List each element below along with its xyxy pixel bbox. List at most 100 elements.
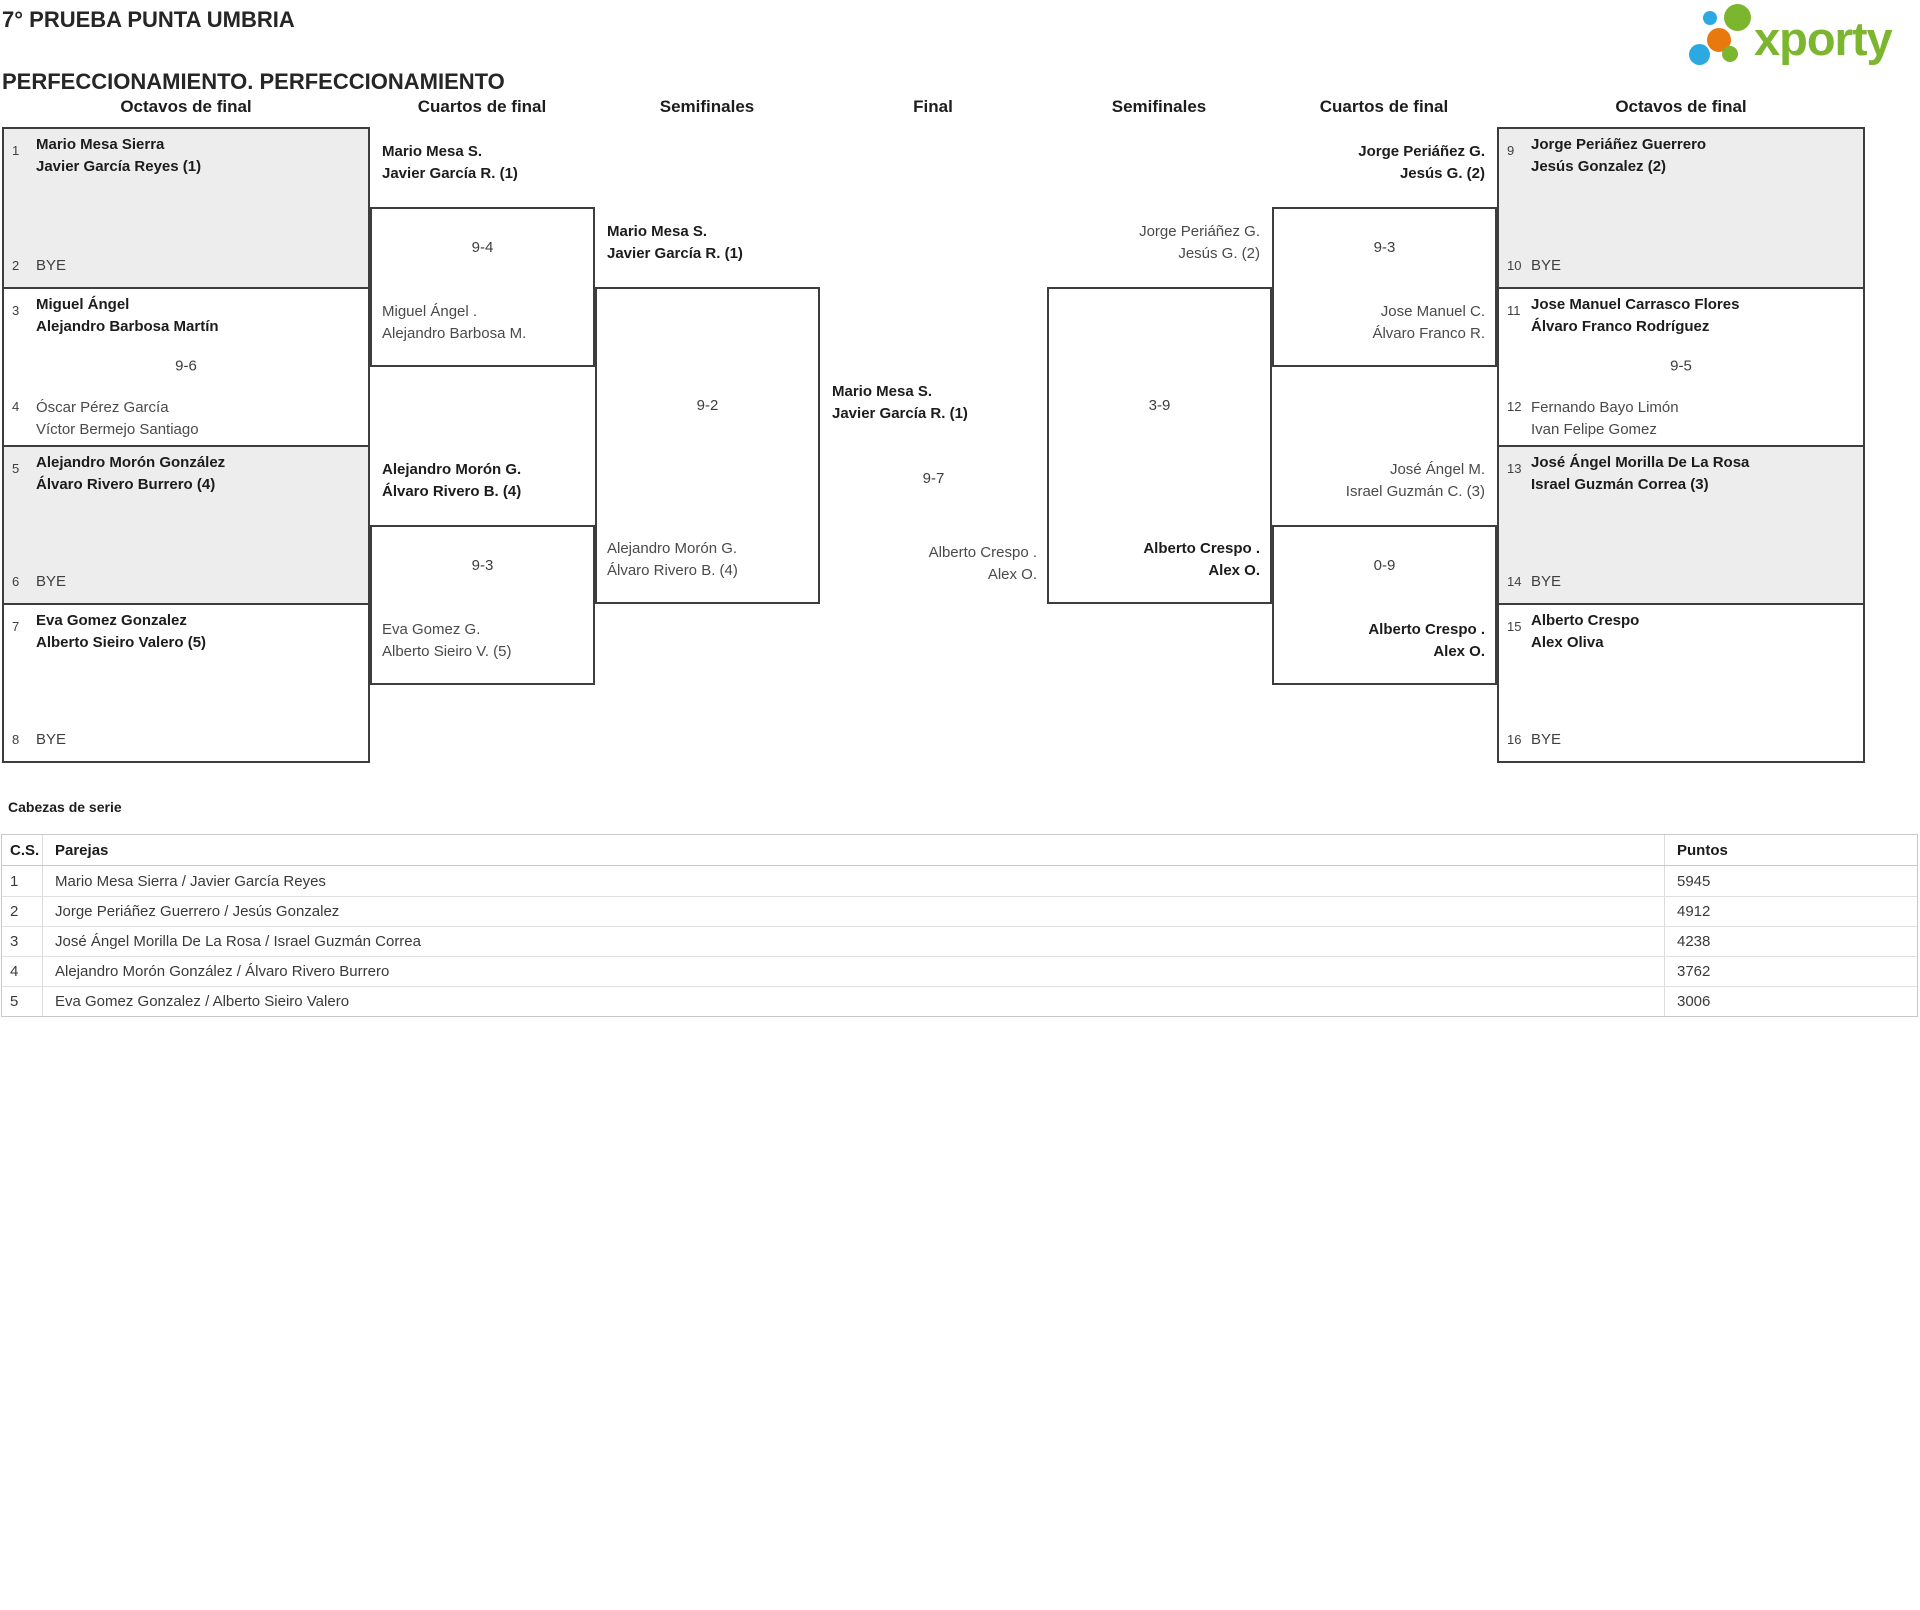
final-score: 9-7 [922, 470, 945, 487]
team-player-1: Mario Mesa S. [832, 383, 933, 400]
team-names: Eva Gomez Gonzalez Alberto Sieiro Valero… [36, 610, 206, 653]
team-player-1: José Ángel Morilla De La Rosa [1531, 454, 1750, 471]
slot-number: 1 [12, 143, 20, 158]
logo-wordmark: xporty [1754, 12, 1893, 65]
team-names: Mario Mesa Sierra Javier García Reyes (1… [36, 134, 201, 177]
team-player-1: Jose Manuel C. [1380, 303, 1485, 320]
team-player-1: Jorge Periáñez G. [1139, 223, 1260, 240]
team-names: Alejandro Morón González Álvaro Rivero B… [36, 452, 225, 495]
bye-label: BYE [36, 573, 67, 590]
team-player-1: Alberto Crespo [1531, 612, 1640, 629]
team-player-1: Eva Gomez Gonzalez [36, 612, 187, 629]
slot-number: 15 [1507, 619, 1522, 634]
team-player-2: Ivan Felipe Gomez [1531, 420, 1657, 438]
slot-number: 12 [1507, 399, 1522, 414]
slot-number: 16 [1507, 732, 1522, 747]
sf-right-box: 3-9 [1047, 287, 1272, 604]
team-player-2: Javier García R. (1) [832, 404, 968, 422]
team-player-2: Israel Guzmán C. (3) [1345, 482, 1485, 500]
r16-left-match-4: 7 Eva Gomez Gonzalez Alberto Sieiro Vale… [4, 603, 368, 761]
team-player-2: Alex O. [1208, 561, 1260, 579]
seed-pareja: Mario Mesa Sierra / Javier García Reyes [42, 866, 1664, 896]
r16-right-column: 9 Jorge Periáñez Guerrero Jesús Gonzalez… [1497, 127, 1865, 763]
team-player-1: Mario Mesa Sierra [36, 136, 165, 153]
sf-right-bottom-team: Alberto Crespo . Alex O. [1143, 538, 1260, 581]
bracket-slot-3: 3 Miguel Ángel Alejandro Barbosa Martín [12, 294, 364, 337]
bracket-slot-8: 8 BYE [12, 731, 66, 748]
match-score: 9-5 [1670, 357, 1692, 375]
qf-left-1-score: 9-4 [471, 239, 494, 256]
r16-left-match-2: 3 Miguel Ángel Alejandro Barbosa Martín … [4, 287, 368, 445]
sf-left-bottom-team: Alejandro Morón G. Álvaro Rivero B. (4) [607, 538, 738, 581]
slot-number: 9 [1507, 143, 1515, 158]
team-player-1: Alberto Crespo . [1143, 540, 1260, 557]
team-names: Alberto Crespo Alex Oliva [1531, 610, 1639, 653]
team-player-1: Alberto Crespo . [928, 544, 1037, 561]
qf-left-1-box: 9-4 [370, 207, 595, 367]
bye-label: BYE [1531, 731, 1562, 748]
team-player-1: Alberto Crespo . [1368, 621, 1485, 638]
bye-label: BYE [36, 257, 67, 274]
seed-row-3: 3 José Ángel Morilla De La Rosa / Israel… [2, 926, 1917, 956]
seeds-title: Cabezas de serie [8, 799, 122, 815]
team-player-1: Jorge Periáñez G. [1358, 143, 1485, 160]
final-bottom-team: Alberto Crespo . Alex O. [929, 542, 1037, 585]
team-player-2: Alberto Sieiro V. (5) [382, 642, 512, 660]
qf-right-1-box: 9-3 [1272, 207, 1497, 367]
team-player-2: Jesús Gonzalez (2) [1531, 157, 1667, 175]
sf-right-top-team: Jorge Periáñez G. Jesús G. (2) [1139, 221, 1260, 264]
bracket-slot-15: 15 Alberto Crespo Alex Oliva [1507, 610, 1859, 653]
team-player-2: Álvaro Rivero B. (4) [382, 482, 522, 500]
team-player-1: Alejandro Morón G. [382, 461, 522, 478]
bracket-slot-6: 6 BYE [12, 573, 66, 590]
sf-left-box: 9-2 [595, 287, 820, 604]
bracket-slot-9: 9 Jorge Periáñez Guerrero Jesús Gonzalez… [1507, 134, 1859, 177]
team-player-1: Miguel Ángel [36, 296, 130, 313]
qf-left-2-score: 9-3 [471, 557, 494, 574]
logo-dot-blue-big-icon [1689, 44, 1710, 65]
team-player-2: Alejandro Barbosa Martín [36, 317, 219, 335]
team-player-2: Jesús G. (2) [1178, 244, 1260, 262]
bracket-slot-1: 1 Mario Mesa Sierra Javier García Reyes … [12, 134, 364, 177]
seed-pareja: Eva Gomez Gonzalez / Alberto Sieiro Vale… [42, 987, 1664, 1016]
qf-right-2-box: 0-9 [1272, 525, 1497, 685]
team-player-2: Alex O. [987, 565, 1037, 583]
team-player-2: Alex O. [1433, 642, 1485, 660]
team-names: Miguel Ángel Alejandro Barbosa Martín [36, 294, 219, 337]
team-player-2: Álvaro Rivero Burrero (4) [36, 475, 216, 493]
team-player-2: Alberto Sieiro Valero (5) [36, 633, 207, 651]
team-player-1: Óscar Pérez García [36, 399, 169, 416]
seed-cs: 5 [10, 993, 19, 1010]
seed-row-4: 4 Alejandro Morón González / Álvaro Rive… [2, 956, 1917, 986]
seed-row-1: 1 Mario Mesa Sierra / Javier García Reye… [2, 866, 1917, 896]
logo-dot-green-big-icon [1724, 4, 1751, 31]
seeds-col-cs: C.S. [10, 841, 40, 859]
r16-left-column: 1 Mario Mesa Sierra Javier García Reyes … [2, 127, 370, 763]
slot-number: 5 [12, 461, 20, 476]
seed-puntos: 3006 [1664, 987, 1917, 1016]
team-player-2: Alejandro Barbosa M. [382, 324, 527, 342]
team-player-2: Alex Oliva [1531, 633, 1604, 651]
r16-right-match-3: 13 José Ángel Morilla De La Rosa Israel … [1499, 445, 1863, 603]
seeds-col-parejas: Parejas [42, 835, 1664, 865]
r16-right-match-2: 11 Jose Manuel Carrasco Flores Álvaro Fr… [1499, 287, 1863, 445]
bracket-slot-11: 11 Jose Manuel Carrasco Flores Álvaro Fr… [1507, 294, 1859, 337]
seed-puntos: 5945 [1664, 866, 1917, 896]
bracket-slot-13: 13 José Ángel Morilla De La Rosa Israel … [1507, 452, 1859, 495]
team-player-1: Jorge Periáñez Guerrero [1531, 136, 1707, 153]
slot-number: 6 [12, 574, 20, 589]
bye-label: BYE [36, 731, 67, 748]
final-top-team: Mario Mesa S. Javier García R. (1) [832, 381, 968, 424]
seed-cs: 1 [10, 872, 19, 890]
qf-right-1-top-team: Jorge Periáñez G. Jesús G. (2) [1358, 141, 1485, 184]
team-player-2: Israel Guzmán Correa (3) [1531, 475, 1709, 493]
team-player-2: Víctor Bermejo Santiago [36, 420, 199, 438]
team-player-2: Javier García R. (1) [607, 244, 743, 262]
page-title: 7° PRUEBA PUNTA UMBRIA PERFECCIONAMIENTO… [2, 4, 505, 97]
team-names: Jose Manuel Carrasco Flores Álvaro Franc… [1531, 294, 1739, 337]
logo-dot-blue-small-icon [1703, 11, 1717, 25]
slot-number: 3 [12, 303, 20, 318]
team-player-2: Javier García R. (1) [382, 164, 518, 182]
qf-right-2-bottom-team: Alberto Crespo . Alex O. [1368, 619, 1485, 662]
